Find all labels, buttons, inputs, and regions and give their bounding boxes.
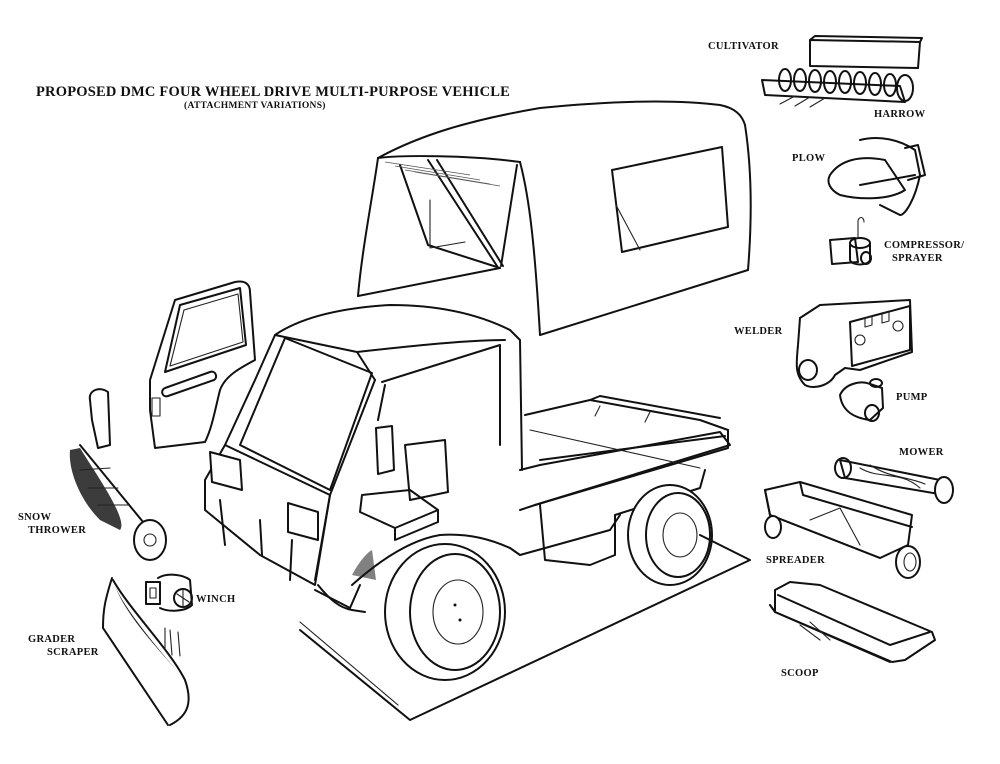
flatbed-drawing (524, 395, 729, 566)
snow-thrower-drawing (69, 388, 167, 561)
label-cultivator: CULTIVATOR (708, 41, 779, 52)
label-grader-scraper: GRADER SCRAPER (28, 633, 99, 659)
welder-drawing (795, 299, 913, 388)
winch-drawing (145, 573, 193, 612)
pump-drawing (839, 378, 884, 422)
diagram-subtitle: (ATTACHMENT VARIATIONS) (184, 101, 326, 111)
label-scoop: SCOOP (781, 668, 819, 679)
diagram-title: PROPOSED DMC FOUR WHEEL DRIVE MULTI-PURP… (36, 84, 510, 100)
rear-wheel-drawing (627, 484, 713, 586)
label-mower: MOWER (899, 447, 944, 458)
mower-drawing (834, 457, 954, 504)
label-compressor-line1: COMPRESSOR/ (884, 240, 965, 251)
label-grader-scraper-line1: GRADER (28, 634, 76, 645)
label-pump: PUMP (896, 392, 928, 403)
spreader-drawing (764, 481, 921, 579)
label-plow: PLOW (792, 153, 826, 164)
compressor-drawing (829, 216, 872, 266)
front-wheel-drawing (384, 543, 506, 681)
label-winch: WINCH (196, 594, 236, 605)
plow-drawing (827, 137, 926, 216)
label-spreader: SPREADER (766, 555, 825, 566)
label-harrow: HARROW (874, 109, 926, 120)
scoop-drawing (769, 581, 936, 663)
canopy-top-drawing (357, 100, 752, 336)
grader-scraper-drawing (102, 577, 190, 726)
label-snow-thrower-line2: THROWER (28, 525, 87, 536)
door-drawing (149, 280, 256, 449)
cab-drawing (204, 304, 731, 613)
label-compressor-line2: SPRAYER (892, 253, 943, 264)
label-snow-thrower: SNOW THROWER (18, 511, 86, 537)
label-grader-scraper-line2: SCRAPER (47, 647, 99, 658)
cultivator-drawing (761, 35, 923, 108)
label-compressor: COMPRESSOR/ SPRAYER (884, 239, 964, 265)
label-snow-thrower-line1: SNOW (18, 512, 52, 523)
ground-plane (299, 534, 751, 721)
label-welder: WELDER (734, 326, 783, 337)
